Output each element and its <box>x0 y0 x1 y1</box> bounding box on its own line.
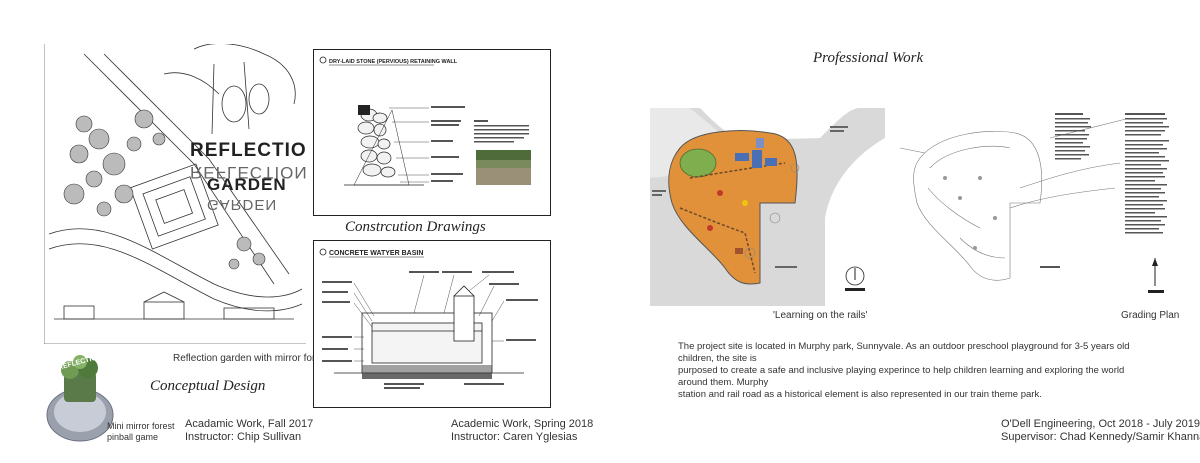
model-caption-line-1: Mini mirror forest <box>107 421 175 431</box>
conceptual-drawing-caption: Reflection garden with mirror forest <box>173 353 329 364</box>
model-caption-line-2: pinball game <box>107 432 159 442</box>
project-description: The project site is located in Murphy pa… <box>678 341 1148 401</box>
garden-word: GARDEN <box>207 175 287 194</box>
pinball-model-image: REFLECTION <box>40 350 120 445</box>
professional-work-title: Professional Work <box>813 50 924 66</box>
description-line-1: The project site is located in Murphy pa… <box>678 341 1130 364</box>
conceptual-credit-line-1: Acadamic Work, Fall 2017 <box>185 418 314 430</box>
grading-plan-caption: Grading Plan <box>1121 310 1180 321</box>
model-caption: Mini mirror forest pinball game <box>107 421 175 443</box>
playground-plan <box>650 108 885 306</box>
reflection-word-mirror: REFLECTION <box>190 163 306 182</box>
conceptual-credit-line-2: Instructor: Chip Sullivan <box>185 431 302 443</box>
garden-word-mirror: GARDEN <box>207 196 277 213</box>
construction-credit-line-2: Instructor: Caren Yglesias <box>451 431 578 443</box>
conceptual-design-drawing: REFLECTION REFLECTION GARDEN GARDEN <box>43 43 320 345</box>
conceptual-credit: Acadamic Work, Fall 2017 Instructor: Chi… <box>185 418 313 444</box>
construction-drawings-title: Constrcution Drawings <box>345 219 486 235</box>
sheet2-title: CONCRETE WATYER BASIN <box>329 250 423 257</box>
sheet1-title: DRY-LAID STONE (PERVIOUS) RETAINING WALL <box>329 59 458 65</box>
construction-credit-line-1: Academic Work, Spring 2018 <box>451 418 594 430</box>
retaining-wall-sheet: DRY-LAID STONE (PERVIOUS) RETAINING WALL <box>313 49 551 216</box>
description-line-3: station and rail road as a historical el… <box>678 389 1042 400</box>
grading-plan <box>899 108 1175 308</box>
description-line-2: purposed to create a safe and inclusive … <box>678 365 1125 388</box>
construction-credit: Academic Work, Spring 2018 Instructor: C… <box>451 418 593 444</box>
water-basin-sheet: CONCRETE WATYER BASIN <box>313 240 551 408</box>
playground-plan-caption: 'Learning on the rails' <box>773 310 868 321</box>
professional-credit-line-2: Supervisor: Chad Kennedy/Samir Khanna <box>1001 431 1200 443</box>
professional-credit-line-1: O'Dell Engineering, Oct 2018 - July 2019 <box>1001 418 1200 430</box>
professional-credit: O'Dell Engineering, Oct 2018 - July 2019… <box>1001 418 1200 444</box>
conceptual-design-title: Conceptual Design <box>150 378 266 394</box>
reflection-word: REFLECTION <box>190 140 306 161</box>
